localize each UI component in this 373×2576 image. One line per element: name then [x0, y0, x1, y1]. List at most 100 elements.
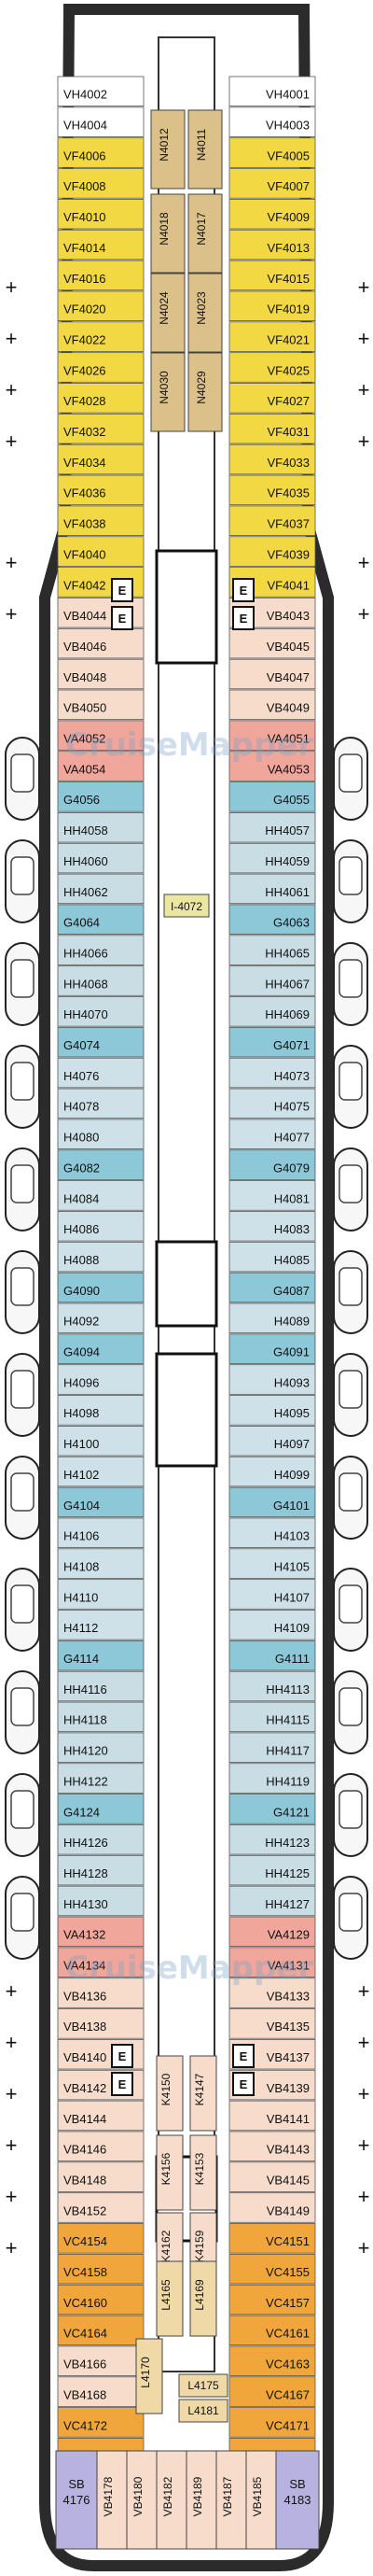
- cabin: [57, 1548, 145, 1579]
- inner-cabin: [135, 2338, 163, 2414]
- cabin: [57, 76, 145, 107]
- inner-cabin-label: L4181: [187, 2404, 219, 2417]
- cross-marker: +: [6, 2082, 18, 2105]
- cabin-label: VF4021: [267, 332, 310, 346]
- elevator-label: E: [118, 2077, 127, 2091]
- cabin-label: H4097: [274, 1437, 310, 1451]
- cabin: [57, 1026, 145, 1058]
- cross-marker: +: [358, 602, 370, 626]
- cabin: [228, 873, 316, 905]
- cabin-label: G4082: [63, 1161, 100, 1175]
- cross-marker: +: [358, 551, 370, 574]
- cabin: [228, 627, 316, 659]
- cabin: [228, 1486, 316, 1518]
- cabin-label: VA4054: [63, 762, 105, 776]
- cabin-label: HH4065: [265, 946, 310, 960]
- cabin: [228, 536, 316, 567]
- cabin: [57, 1395, 145, 1426]
- cabin-label: VB4139: [267, 2081, 310, 2095]
- inner-cabin-label: L4170: [139, 2357, 152, 2388]
- cabin: [228, 106, 316, 137]
- cabin-label: G4111: [275, 1652, 310, 1666]
- cabin: [57, 260, 145, 291]
- cabin: [57, 1610, 145, 1640]
- lifeboat-icon: [338, 1370, 363, 1409]
- cabin-label: G4121: [273, 1805, 310, 1819]
- cabin-label: HH4057: [265, 823, 310, 838]
- cabin: [57, 1701, 145, 1733]
- inner-cabin-label: K4159: [193, 2230, 206, 2262]
- cabin-label: VF4039: [267, 547, 310, 561]
- cabin-label: H4076: [63, 1069, 99, 1083]
- cabin-label: G4124: [63, 1805, 100, 1819]
- elevator-label: E: [240, 612, 248, 626]
- cabin-label: H4081: [274, 1191, 310, 1205]
- inner-cabin: [156, 2134, 184, 2211]
- cabin-label: G4094: [63, 1345, 100, 1359]
- cabin-label: VB4146: [63, 2143, 106, 2157]
- cross-marker: +: [6, 1979, 18, 2003]
- cabin: [57, 2223, 145, 2254]
- cabin-label: VF4006: [63, 148, 106, 162]
- elevator-icon: [232, 2044, 255, 2068]
- cabin-label: G4064: [63, 916, 100, 930]
- cross-marker: +: [6, 327, 18, 350]
- cabin-label: H4080: [63, 1131, 99, 1145]
- cabin: [57, 1272, 145, 1303]
- cabin-label: VC4164: [63, 2327, 107, 2341]
- cabin-label: HH4058: [63, 823, 108, 838]
- cabin-label: G4090: [63, 1284, 100, 1298]
- cabin-label: G4079: [273, 1161, 310, 1175]
- inner-cabin-label: N4029: [195, 371, 208, 404]
- cabin-label: VF4025: [267, 363, 310, 377]
- cabin: [228, 383, 316, 414]
- inner-cabin-label: K4153: [193, 2152, 206, 2185]
- cross-marker: +: [6, 429, 18, 453]
- cabin-label: VB4049: [267, 701, 310, 715]
- cabin-label: VB4048: [63, 670, 106, 684]
- lifeboat-icon: [10, 1893, 35, 1932]
- lifeboat-icon: [10, 1062, 35, 1101]
- cabin-label: VB4133: [267, 1989, 310, 2003]
- cabin-label: VF4034: [63, 456, 106, 470]
- cabin: [57, 1947, 145, 1978]
- cabin-label: VB4145: [267, 2173, 310, 2187]
- cabin-label: VB4168: [63, 2387, 106, 2401]
- cabin: [228, 1364, 316, 1395]
- cabin: [228, 76, 316, 107]
- cabin-label: VB4152: [63, 2203, 106, 2217]
- cabin: [228, 1026, 316, 1058]
- cross-marker: +: [6, 602, 18, 626]
- cross-marker: +: [358, 2082, 370, 2105]
- stairwell: [155, 1240, 218, 1328]
- stern-suite: [186, 2450, 217, 2550]
- inner-cabin: [150, 352, 186, 432]
- lifeboat-icon: [338, 1584, 363, 1624]
- cross-marker: +: [358, 2236, 370, 2259]
- cabin-label: VF4032: [63, 425, 106, 439]
- cabin: [57, 443, 145, 475]
- cabin-label: VF4041: [267, 578, 310, 592]
- cabin-label: VF4040: [63, 547, 106, 561]
- lifeboat-icon: [10, 1584, 35, 1624]
- cabin-label: H4083: [274, 1222, 310, 1236]
- cabin-label: VA4052: [63, 732, 105, 746]
- cross-marker: +: [6, 551, 18, 574]
- cabin-label: VF4010: [63, 210, 106, 224]
- cross-marker: +: [358, 327, 370, 350]
- lifeboat-icon: [10, 1164, 35, 1204]
- cabin: [57, 1119, 145, 1149]
- cabin-label: HH4116: [63, 1682, 107, 1696]
- cabin-label: G4101: [273, 1499, 310, 1513]
- inner-cabin-label: K4156: [159, 2152, 173, 2185]
- cabin-label: VF4008: [63, 179, 106, 193]
- cabin-label: VB4141: [267, 2112, 310, 2126]
- cabin: [228, 1088, 316, 1119]
- inner-cabin: [150, 109, 186, 190]
- elevator-icon: [232, 606, 255, 630]
- stern-suite-label: VB4187: [221, 2476, 234, 2516]
- cabin: [228, 1548, 316, 1579]
- cabin: [228, 751, 316, 781]
- cabin-label: VF4007: [267, 179, 310, 193]
- cabin: [228, 2284, 316, 2316]
